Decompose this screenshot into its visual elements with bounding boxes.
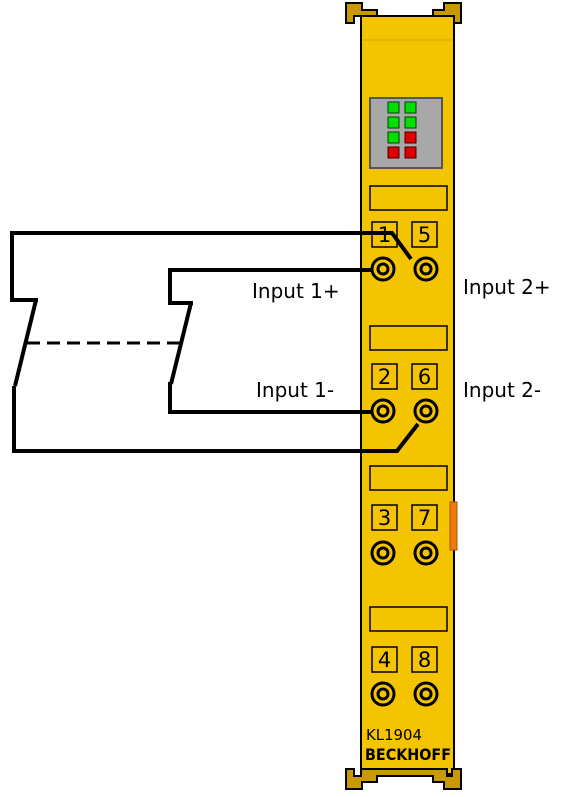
switch-2-blade	[169, 302, 193, 385]
contact-2	[370, 398, 396, 424]
label-strip-1	[369, 185, 448, 211]
led-7	[404, 131, 417, 144]
model-label: KL1904	[366, 726, 422, 744]
led-5	[404, 101, 417, 114]
terminal-3-number: 3	[378, 506, 391, 530]
din-clip-bottom	[345, 768, 462, 790]
led-1	[387, 101, 400, 114]
terminal-2: 2	[371, 363, 398, 390]
wire-input1-plus	[168, 268, 371, 305]
terminal-4: 4	[371, 646, 398, 673]
contact-5	[413, 256, 439, 282]
wiring	[10, 231, 420, 453]
wire-input2-plus	[10, 231, 413, 302]
terminal-8-number: 8	[418, 648, 431, 672]
led-4	[387, 146, 400, 159]
led-3	[387, 131, 400, 144]
terminal-5: 5	[411, 221, 438, 248]
brand-label: BECKHOFF	[365, 745, 451, 764]
label-strip-2	[369, 325, 448, 351]
terminal-7-number: 7	[418, 506, 431, 530]
terminal-5-number: 5	[418, 223, 431, 247]
terminal-4-number: 4	[378, 648, 391, 672]
wire-input2-minus	[371, 422, 420, 453]
input1-plus-label: Input 1+	[252, 279, 340, 303]
led-2	[387, 116, 400, 129]
terminal-7: 7	[411, 504, 438, 531]
contact-7	[413, 540, 439, 566]
label-strip-4	[369, 606, 448, 632]
terminal-module: 1 5 2 6 3 7 4 8	[345, 2, 462, 790]
terminal-6: 6	[411, 363, 438, 390]
input2-plus-label: Input 2+	[463, 275, 551, 299]
terminal-3: 3	[371, 504, 398, 531]
input1-minus-label: Input 1-	[256, 378, 334, 402]
wire-switch1-lower	[12, 386, 371, 453]
contact-4	[370, 681, 396, 707]
led-panel	[369, 97, 443, 169]
side-tab	[449, 501, 458, 551]
led-8	[404, 146, 417, 159]
contact-3	[370, 540, 396, 566]
label-strip-3	[369, 465, 448, 491]
terminal-8: 8	[411, 646, 438, 673]
contact-1	[370, 256, 396, 282]
wire-input1-minus	[168, 382, 371, 414]
input2-minus-label: Input 2-	[463, 378, 541, 402]
led-6	[404, 116, 417, 129]
terminal-6-number: 6	[418, 365, 431, 389]
contact-6	[413, 398, 439, 424]
switch-1-blade	[13, 299, 38, 387]
terminal-2-number: 2	[378, 365, 391, 389]
contact-8	[413, 681, 439, 707]
